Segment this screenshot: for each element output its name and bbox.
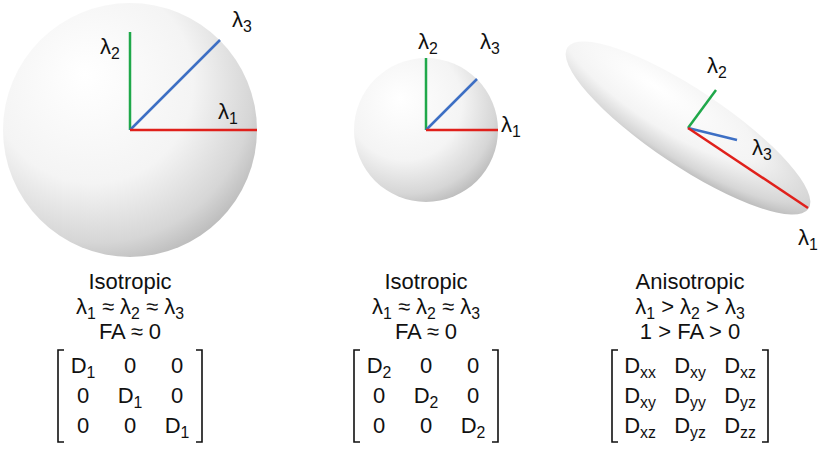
axis-line xyxy=(688,128,808,208)
axis-line xyxy=(688,90,716,128)
isotropic-sphere-small xyxy=(354,58,498,202)
eigenvalue-relation: λ1 > λ2 > λ3 xyxy=(635,294,745,319)
matrix-cell: Dyy xyxy=(674,383,706,408)
fa-value: FA ≈ 0 xyxy=(99,319,161,344)
matrix-cell: D1 xyxy=(71,353,96,378)
matrix-cell: 0 xyxy=(77,413,89,438)
matrix-cell: D1 xyxy=(118,383,143,408)
matrix-cell: 0 xyxy=(171,353,183,378)
matrix-cell: Dyz xyxy=(724,383,756,408)
axis-line xyxy=(426,129,498,132)
eigenvalue-label: λ2 xyxy=(100,34,120,59)
matrix-cell: 0 xyxy=(124,413,136,438)
eigenvalue-label: λ2 xyxy=(418,29,438,54)
eigenvalue-label: λ3 xyxy=(480,29,500,54)
axis-line xyxy=(130,129,257,132)
tensor-shape: λ2 λ3 λ1 xyxy=(550,40,825,255)
matrix-cell: 0 xyxy=(467,353,479,378)
isotropic-sphere-large xyxy=(3,3,257,257)
matrix-cell: 0 xyxy=(77,383,89,408)
matrix-cell: Dxy xyxy=(674,353,706,378)
axis-line xyxy=(130,40,220,130)
panel-title: Isotropic xyxy=(88,269,171,294)
eigenvalue-label: λ2 xyxy=(707,53,727,78)
matrix-cell: Dzz xyxy=(724,413,756,438)
eigenvalue-relation: λ1 ≈ λ2 ≈ λ3 xyxy=(76,294,184,319)
matrix-cell: 0 xyxy=(420,413,432,438)
eigenvalue-label: λ1 xyxy=(218,99,238,124)
panel-title: Isotropic xyxy=(384,269,467,294)
matrix-cell: 0 xyxy=(420,353,432,378)
axis-line xyxy=(425,58,428,130)
matrix-cell: 0 xyxy=(467,383,479,408)
eigenvalue-label: λ1 xyxy=(798,225,818,250)
anisotropic-ellipsoid xyxy=(546,16,828,240)
axis-line xyxy=(426,79,477,130)
matrix-cell: D2 xyxy=(461,413,486,438)
fa-value: 1 > FA > 0 xyxy=(640,319,740,344)
axis-line xyxy=(129,32,132,130)
eigenvalue-label: λ1 xyxy=(501,112,521,137)
matrix-cell: D2 xyxy=(414,383,439,408)
matrix-cell: Dyz xyxy=(674,413,706,438)
tensor-shape: λ2 λ3 λ1 xyxy=(0,0,265,262)
matrix-cell: 0 xyxy=(171,383,183,408)
matrix-brackets xyxy=(58,350,768,442)
matrix-cell: D2 xyxy=(367,353,392,378)
eigenvalue-label: λ3 xyxy=(752,135,772,160)
matrix-cell: 0 xyxy=(124,353,136,378)
tensor-shape: λ2 λ3 λ1 xyxy=(350,25,530,210)
matrix-cell: Dxy xyxy=(624,383,656,408)
eigenvalue-relation: λ1 ≈ λ2 ≈ λ3 xyxy=(372,294,480,319)
matrix-cell: Dxz xyxy=(624,413,656,438)
fa-value: FA ≈ 0 xyxy=(395,319,457,344)
panel-title: Anisotropic xyxy=(636,269,745,294)
matrix-cell: Dxx xyxy=(624,353,656,378)
matrix-cell: Dxz xyxy=(724,353,756,378)
matrix-cell: 0 xyxy=(373,383,385,408)
eigenvalue-label: λ3 xyxy=(232,7,252,32)
matrix-cell: D1 xyxy=(165,413,190,438)
matrix-cell: 0 xyxy=(373,413,385,438)
